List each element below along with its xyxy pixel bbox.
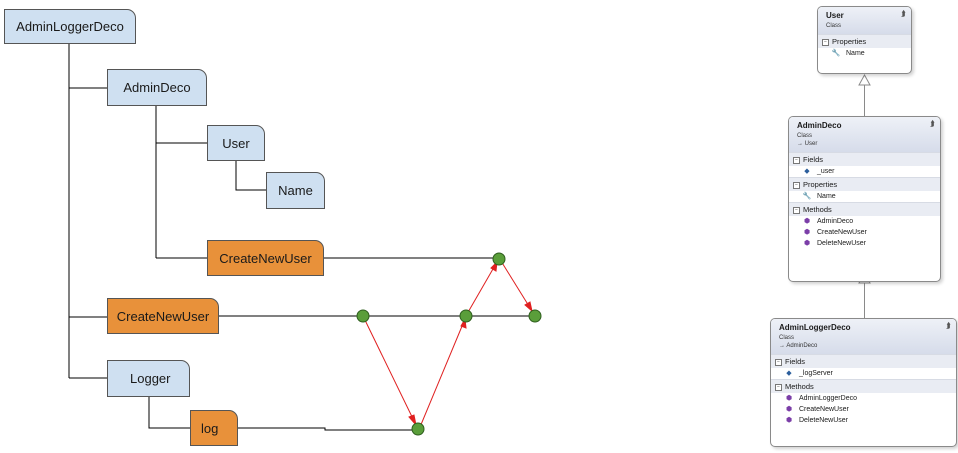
inheritance-line [864,84,865,116]
section-properties[interactable]: −Properties [818,34,911,48]
method-icon: ⬢ [803,229,811,236]
member-name: _user [817,168,835,175]
call-points [356,252,542,436]
minus-icon[interactable]: − [793,206,800,214]
class-base: → User [797,141,818,147]
method-icon: ⬢ [803,218,811,225]
class-title: User [826,11,844,20]
member-item: ⬢ DeleteNewUser [771,415,956,426]
member-name: AdminDeco [817,218,854,225]
node-log: log [190,410,238,446]
member-name: Name [846,50,865,57]
class-box-admin-logger-deco[interactable]: AdminLoggerDeco Class → AdminDeco ⮭ −Fie… [770,318,957,447]
minus-icon[interactable]: − [775,358,782,366]
member-item: 🔧 Name [818,48,911,59]
method-icon: ⬢ [803,240,811,247]
section-fields[interactable]: −Fields [771,354,956,368]
call-arrow [419,318,466,428]
class-base: → AdminDeco [779,343,818,349]
minus-icon[interactable]: − [793,156,800,164]
call-arrowhead [524,301,533,313]
member-item: ◆ _user [789,166,940,177]
section-label: Fields [785,357,806,366]
member-name: AdminLoggerDeco [799,395,857,402]
node-create-new-user-inner: CreateNewUser [207,240,324,276]
member-item: ⬢ CreateNewUser [771,404,956,415]
class-kind: Class [797,133,813,139]
class-title: AdminLoggerDeco [779,323,851,332]
section-fields[interactable]: −Fields [789,152,940,166]
class-kind: Class [779,335,795,341]
member-item: ⬢ CreateNewUser [789,227,940,238]
node-create-new-user-outer: CreateNewUser [107,298,219,334]
collapse-icon[interactable]: ⮭ [930,119,935,128]
member-item: ⬢ DeleteNewUser [789,238,940,249]
member-item: ⬢ AdminDeco [789,216,940,227]
connector-admin-deco [155,106,207,259]
class-kind: Class [826,23,842,29]
connector-call-lines [219,257,535,431]
connector-user [235,161,266,191]
member-name: CreateNewUser [799,406,849,413]
wrench-icon: 🔧 [802,193,812,200]
inheritance-arrowhead [858,74,871,86]
minus-icon[interactable]: − [775,383,782,391]
field-icon: ◆ [804,168,810,175]
connector-logger [148,397,190,429]
section-properties[interactable]: −Properties [789,177,940,191]
section-methods[interactable]: −Methods [771,379,956,393]
section-label: Properties [832,37,867,46]
section-label: Fields [803,155,824,164]
call-point [492,252,506,266]
method-icon: ⬢ [785,406,793,413]
minus-icon[interactable]: − [822,38,829,46]
member-name: DeleteNewUser [817,240,867,247]
section-label: Properties [803,180,838,189]
minus-icon[interactable]: − [793,181,800,189]
call-point [411,422,425,436]
class-box-user[interactable]: User Class ⮭ −Properties 🔧 Name [817,6,912,74]
call-arrow [362,315,417,426]
member-name: DeleteNewUser [799,417,849,424]
class-header: AdminDeco Class → User ⮭ [789,117,940,152]
call-arrow [466,261,498,315]
call-arrowhead [408,414,417,427]
collapse-icon[interactable]: ⮭ [901,9,906,18]
node-admin-deco: AdminDeco [107,69,207,106]
tree-connectors [68,44,535,431]
class-header: AdminLoggerDeco Class → AdminDeco ⮭ [771,319,956,354]
section-label: Methods [803,205,832,214]
collapse-icon[interactable]: ⮭ [946,321,951,330]
field-icon: ◆ [786,370,792,377]
node-admin-logger-deco: AdminLoggerDeco [4,9,136,44]
wrench-icon: 🔧 [831,50,841,57]
call-point [459,309,473,323]
inheritance-line [864,282,865,318]
call-arrow [500,260,533,312]
method-icon: ⬢ [785,417,793,424]
section-label: Methods [785,382,814,391]
section-methods[interactable]: −Methods [789,202,940,216]
node-user: User [207,125,265,161]
member-item: ◆ _logServer [771,368,956,379]
node-logger: Logger [107,360,190,397]
member-item: ⬢ AdminLoggerDeco [771,393,956,404]
member-name: Name [817,193,836,200]
member-name: _logServer [799,370,833,377]
method-icon: ⬢ [785,395,793,402]
call-point [356,309,370,323]
member-item: 🔧 Name [789,191,940,202]
member-name: CreateNewUser [817,229,867,236]
node-name: Name [266,172,325,209]
connector-root [68,44,107,379]
class-title: AdminDeco [797,121,842,130]
class-header: User Class ⮭ [818,7,911,34]
call-arrows [362,260,533,428]
class-box-admin-deco[interactable]: AdminDeco Class → User ⮭ −Fields ◆_user … [788,116,941,282]
call-point [528,309,542,323]
